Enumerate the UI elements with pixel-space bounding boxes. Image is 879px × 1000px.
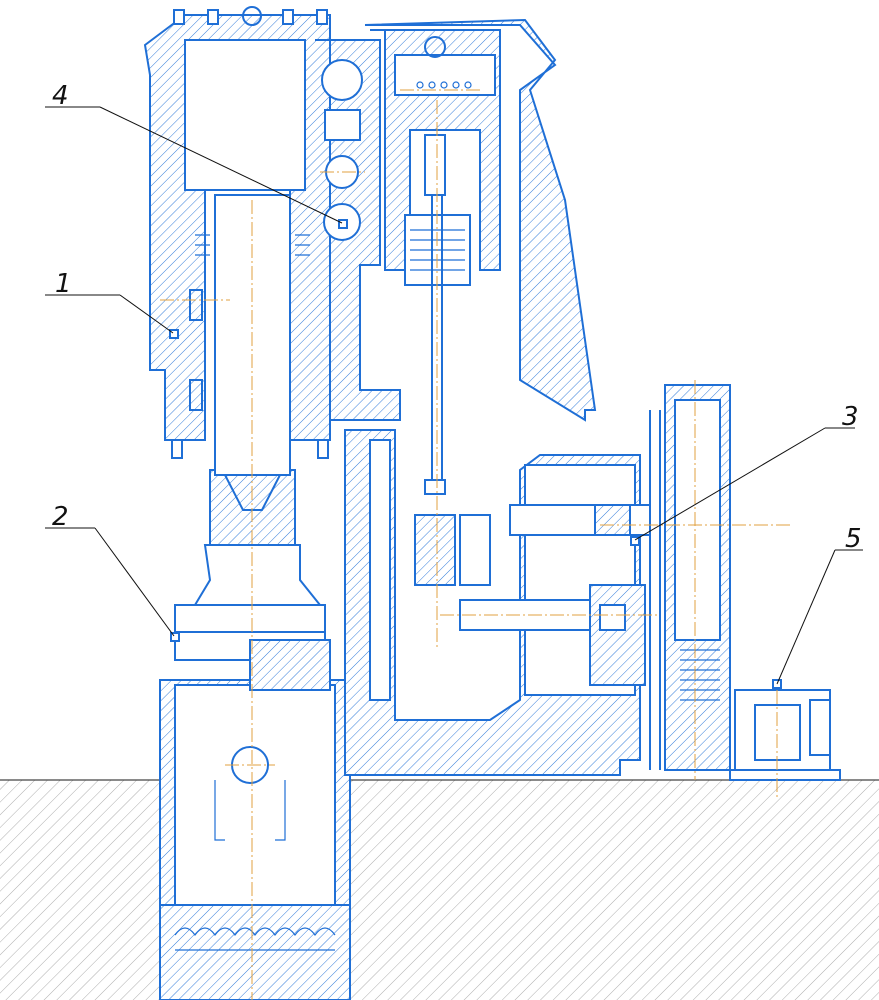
lube-point-2 <box>170 632 180 642</box>
lube-point-4 <box>338 219 348 229</box>
compressor-valve-balls <box>416 81 472 89</box>
compressor-cylinder <box>364 18 597 422</box>
lube-point-3 <box>630 536 640 546</box>
anvil-pad-coils <box>174 927 336 951</box>
tup-ram <box>193 469 323 606</box>
callout-labels: 1 2 3 4 5 <box>52 81 862 554</box>
anvil-block <box>159 679 351 1000</box>
flywheel-belt-grooves <box>680 649 720 701</box>
callout-2: 2 <box>52 502 69 532</box>
centerlines <box>160 89 790 1000</box>
cylinder-rings <box>189 234 310 411</box>
lube-point-1 <box>169 329 179 339</box>
flywheel <box>649 384 731 771</box>
callout-5: 5 <box>845 524 862 554</box>
connecting-rod <box>414 195 491 586</box>
callout-1: 1 <box>55 269 72 299</box>
electric-motor <box>729 689 841 781</box>
valve-block <box>315 39 401 421</box>
callout-leaders <box>45 106 863 685</box>
working-cylinder <box>143 6 331 511</box>
lower-die <box>174 604 331 691</box>
foundation <box>0 779 879 1000</box>
callout-4: 4 <box>52 81 69 111</box>
cylinder-bolts <box>171 6 329 459</box>
callout-3: 3 <box>842 402 859 432</box>
